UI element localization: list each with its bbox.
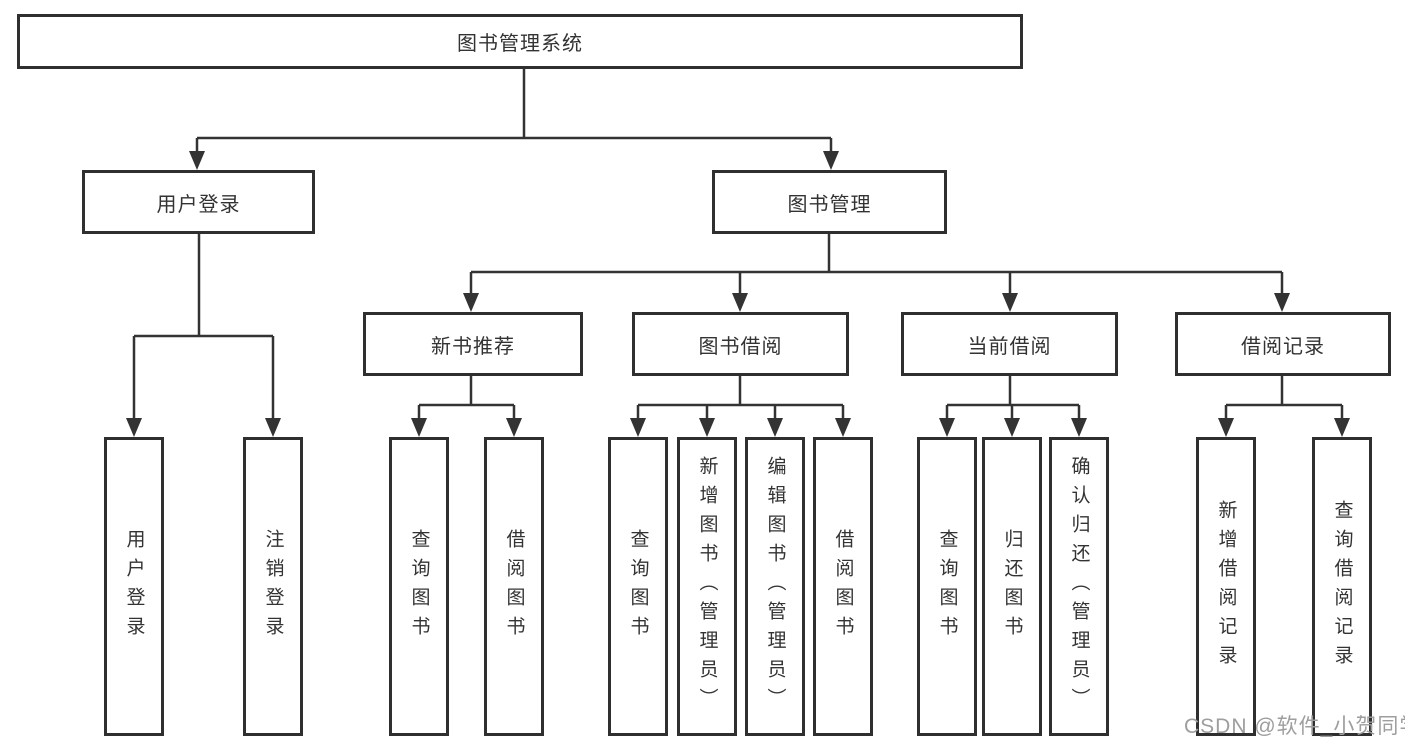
leaf-query-books-borrow: 查询图书 — [608, 437, 668, 736]
leaf-logout: 注销登录 — [243, 437, 303, 736]
leaf-borrow-books-borrow: 借阅图书 — [813, 437, 873, 736]
leaf-add-borrow-record: 新增借阅记录 — [1196, 437, 1256, 736]
leaf-return-books: 归还图书 — [982, 437, 1042, 736]
leaf-edit-book-admin: 编辑图书（管理员） — [745, 437, 805, 736]
csdn-watermark: CSDN @软件_小贺同学 — [1184, 715, 1405, 738]
leaf-add-book-admin: 新增图书（管理员） — [677, 437, 737, 736]
leaf-query-books-recommend: 查询图书 — [389, 437, 449, 736]
node-book-management: 图书管理 — [712, 170, 947, 234]
node-new-book-recommend: 新书推荐 — [363, 312, 583, 376]
leaf-query-borrow-record: 查询借阅记录 — [1312, 437, 1372, 736]
node-user-login: 用户登录 — [82, 170, 315, 234]
leaf-user-login: 用户登录 — [104, 437, 164, 736]
node-root-library-system: 图书管理系统 — [17, 14, 1023, 69]
node-borrow-records: 借阅记录 — [1175, 312, 1391, 376]
leaf-borrow-books-recommend: 借阅图书 — [484, 437, 544, 736]
leaf-query-books-current: 查询图书 — [917, 437, 977, 736]
node-book-borrow: 图书借阅 — [632, 312, 849, 376]
leaf-confirm-return-admin: 确认归还（管理员） — [1049, 437, 1109, 736]
node-current-borrow: 当前借阅 — [901, 312, 1118, 376]
